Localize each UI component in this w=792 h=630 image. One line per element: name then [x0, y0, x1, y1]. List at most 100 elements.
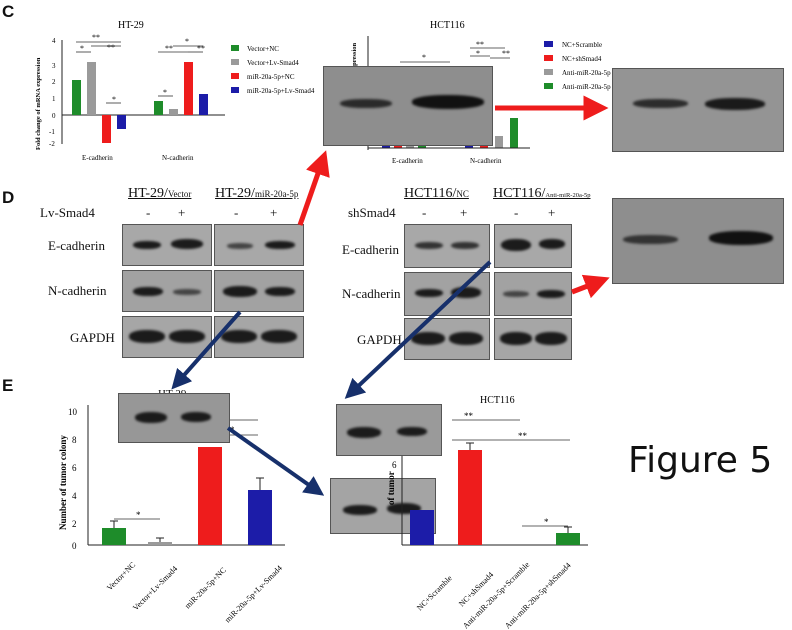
arrow-navy-mid: [344, 260, 492, 399]
blot-ht29-mir-ncad: [214, 270, 304, 312]
ytick: 0: [52, 112, 56, 120]
bar-c-left-ncad-vector-nc: [154, 101, 163, 115]
legend-entry: Anti-miR-20a-5p: [562, 83, 611, 91]
zoomed-blot-e-right: [336, 404, 442, 456]
chart-c-right-title: HCT116: [430, 20, 465, 31]
bar-e-right-nc-scramble: [410, 510, 434, 545]
bar-c-left-ncad-mir-lv: [199, 94, 208, 115]
legend-swatch: [544, 55, 553, 61]
ytick: 2: [72, 519, 77, 529]
sig-mark: *: [112, 95, 116, 104]
sign: +: [460, 205, 468, 220]
sig-mark: *: [136, 510, 141, 520]
sig-mark: **: [107, 43, 115, 52]
treatment-label-lv-smad4: Lv-Smad4: [40, 205, 95, 220]
bar-c-left-ecad-mir-nc: [102, 115, 111, 143]
bar-stub: [495, 136, 503, 148]
treatment-label-shsmad4: shSmad4: [348, 205, 396, 220]
sig-mark: *: [422, 53, 426, 62]
ytick: -1: [49, 128, 55, 136]
ytick: 3: [52, 62, 56, 70]
sign: +: [548, 205, 556, 220]
sig-mark: **: [476, 40, 484, 49]
blot-header-hct116-anti: HCT116/Anti-miR-20a-5p: [493, 186, 591, 201]
sig-mark: *: [185, 37, 189, 46]
sig-mark: **: [518, 431, 528, 441]
legend-entry: Vector+Lv-Smad4: [247, 59, 299, 67]
bar-c-left-ncad-mir-nc: [184, 62, 193, 115]
ytick: 10: [68, 407, 78, 417]
sign: -: [234, 205, 239, 220]
zoomed-blot-mid-right: [612, 198, 784, 284]
legend-swatch: [544, 41, 553, 47]
blot-hct116-nc-ecad: [404, 224, 490, 268]
sign: -: [146, 205, 151, 220]
ytick: 6: [392, 460, 397, 470]
ytick: 4: [52, 37, 56, 45]
blot-hct116-anti-ncad: [494, 272, 572, 316]
chart-e-right: HCT116 of tumor 6 ** ** * NC+Scramble NC…: [386, 395, 588, 630]
category-label: E-cadherin: [392, 157, 423, 165]
blot-header-hct116-nc: HCT116/NC: [404, 186, 469, 201]
bar-e-left-vector-lv: [148, 542, 172, 545]
sig-mark: **: [502, 49, 510, 58]
blot-hct116-nc-ncad: [404, 272, 490, 316]
bar-c-left-ecad-vector-nc: [72, 80, 81, 115]
sig-mark: **: [197, 44, 205, 53]
arrow-red-up: [297, 150, 330, 226]
category-label: E-cadherin: [82, 154, 113, 162]
category-label: N-cadherin: [470, 157, 502, 165]
sig-mark: **: [165, 44, 173, 53]
chart-e-left: Number of tumor colony 10 8 6 4 2 0 * * …: [58, 405, 285, 624]
ytick: 8: [72, 435, 77, 445]
legend-entry: miR-20a-5p+Lv-Smad4: [247, 87, 315, 95]
blot-ht29-vector-ecad: [122, 224, 212, 266]
legend-entry: NC+Scramble: [562, 41, 602, 49]
sign: -: [514, 205, 519, 220]
row-label-n-cadherin: N-cadherin: [342, 286, 401, 301]
bar-c-left-ncad-vector-lv: [169, 109, 178, 115]
ytick: 2: [52, 78, 56, 86]
blot-ht29-vector-ncad: [122, 270, 212, 312]
legend-swatch: [231, 59, 239, 65]
category-label: N-cadherin: [162, 154, 194, 162]
sign: -: [422, 205, 427, 220]
bar-c-left-ecad-vector-lv: [87, 62, 96, 115]
legend-swatch: [544, 69, 553, 75]
chart-c-right-ylabel: expression: [351, 42, 358, 72]
legend-swatch: [231, 87, 239, 93]
sig-mark: *: [544, 517, 549, 527]
legend-entry: Anti-miR-20a-5p: [562, 69, 611, 77]
chart-e-left-ylabel: Number of tumor colony: [58, 435, 68, 530]
chart-c-right: HCT116 expression * ** * ** E-cadherin N…: [351, 20, 611, 165]
legend-entry: Vector+NC: [247, 45, 279, 53]
blot-hct116-nc-gapdh: [404, 318, 490, 360]
blot-ht29-mir-ecad: [214, 224, 304, 266]
legend-entry: NC+shSmad4: [562, 55, 602, 63]
chart-e-right-title: HCT116: [480, 395, 515, 406]
row-label-gapdh: GAPDH: [70, 330, 115, 345]
chart-e-right-ylabel: of tumor: [386, 471, 396, 505]
arrow-navy-down: [226, 426, 325, 496]
bar-c-left-ecad-mir-lv: [117, 115, 126, 129]
panel-letter-e: E: [2, 376, 14, 395]
ytick: -2: [49, 140, 55, 148]
chart-c-left-ylabel: Fold change of mRNA expression: [35, 57, 42, 150]
zoomed-blot-e-mid: [330, 478, 436, 534]
row-label-e-cadherin: E-cadherin: [48, 238, 106, 253]
sign: +: [178, 205, 186, 220]
panel-letter-d: D: [2, 188, 15, 207]
legend-swatch: [231, 45, 239, 51]
row-label-n-cadherin: N-cadherin: [48, 283, 107, 298]
blot-ht29-vector-gapdh: [122, 316, 212, 358]
zoomed-blot-e-left: [118, 393, 230, 443]
arrow-navy-left: [171, 310, 242, 390]
sig-mark: *: [80, 44, 84, 53]
blot-header-ht29-mir: HT-29/miR-20a-5p: [215, 186, 299, 201]
ytick: 0: [72, 541, 77, 551]
arrow-red-right-mid: [571, 274, 610, 299]
blot-header-ht29-vector: HT-29/Vector: [128, 186, 192, 201]
legend-swatch: [231, 73, 239, 79]
chart-c-left-title: HT-29: [118, 20, 144, 31]
bar-e-left-vector-nc: [102, 528, 126, 545]
